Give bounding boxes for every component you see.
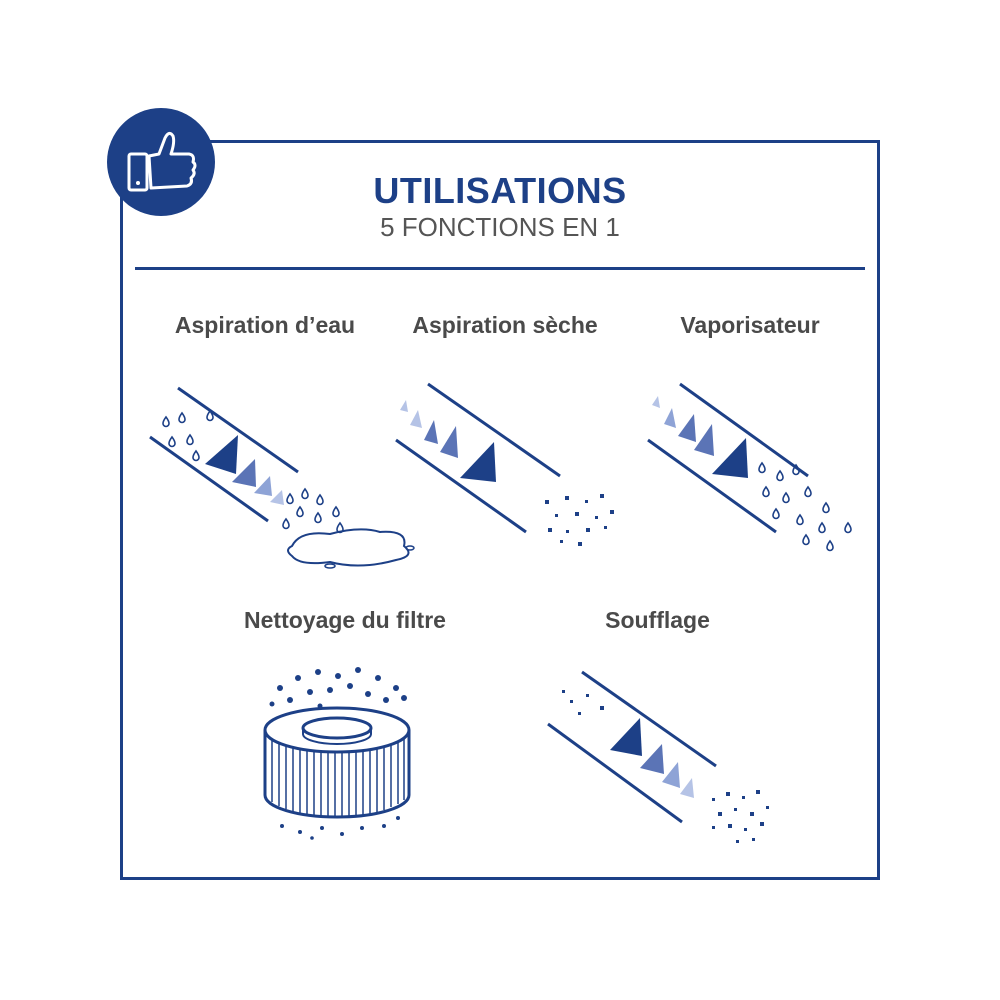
sprayer-icon: [647, 382, 852, 552]
label-water-suction: Aspiration d’eau: [174, 312, 356, 338]
page-title: UTILISATIONS: [373, 170, 627, 211]
label-blowing: Soufflage: [605, 607, 710, 633]
label-sprayer: Vaporisateur: [680, 312, 820, 338]
content-frame: [120, 140, 880, 880]
label-dry-suction: Aspiration sèche: [412, 312, 598, 338]
blowing-icon: [547, 670, 769, 843]
header-divider: [135, 267, 865, 270]
thumbs-up-badge: [107, 108, 215, 216]
label-filter-cleaning: Nettoyage du filtre: [244, 607, 446, 633]
thumbs-up-icon: [127, 131, 197, 192]
page-subtitle: 5 FONCTIONS EN 1: [380, 212, 620, 242]
dry-suction-icon: [395, 382, 614, 546]
water-suction-icon: [149, 386, 415, 569]
filter-cleaning-icon: [263, 667, 411, 840]
